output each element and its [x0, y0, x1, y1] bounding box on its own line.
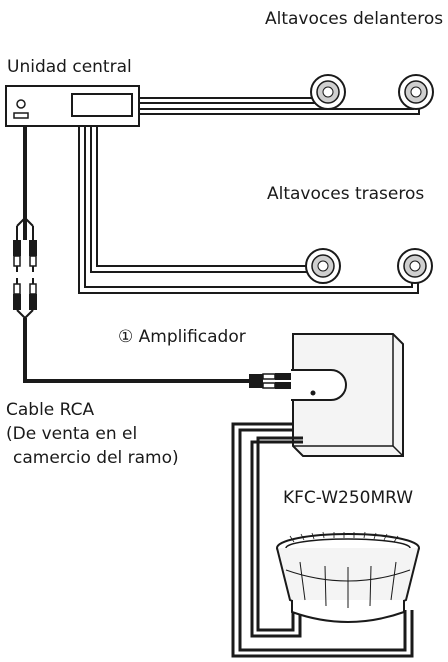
amplifier-led — [310, 390, 316, 396]
rca-plug-lower — [13, 278, 37, 319]
head-unit-label: Unidad central — [7, 57, 132, 77]
amplifier-label: ① Amplificador — [118, 327, 246, 347]
head-unit — [5, 85, 140, 127]
subwoofer-wires — [231, 422, 414, 658]
amplifier — [291, 333, 404, 457]
rear-speakers-label: Altavoces traseros — [267, 184, 425, 204]
rca-cable — [13, 126, 291, 389]
rca-cable-label: Cable RCA (De venta en el camercio del r… — [6, 398, 179, 470]
head-unit-knob — [16, 99, 26, 109]
rca-cable-label-line2: (De venta en el — [6, 424, 138, 444]
head-unit-display — [71, 93, 133, 117]
front-speaker-left — [310, 74, 346, 110]
front-speaker-right — [398, 74, 434, 110]
rear-speaker-wires — [78, 126, 419, 294]
front-speakers-label: Altavoces delanteros — [265, 9, 444, 29]
rca-cable-label-line3: camercio del ramo) — [13, 448, 179, 468]
rear-speaker-left — [305, 248, 341, 284]
head-unit-slot — [13, 112, 29, 119]
front-speaker-wires — [139, 93, 420, 115]
rca-plug-upper — [13, 217, 37, 272]
subwoofer — [276, 531, 420, 623]
subwoofer-model-label: KFC-W250MRW — [283, 488, 414, 508]
rear-speaker-right — [397, 248, 433, 284]
rca-plug-amp — [249, 373, 291, 389]
rca-cable-label-line1: Cable RCA — [6, 400, 95, 420]
